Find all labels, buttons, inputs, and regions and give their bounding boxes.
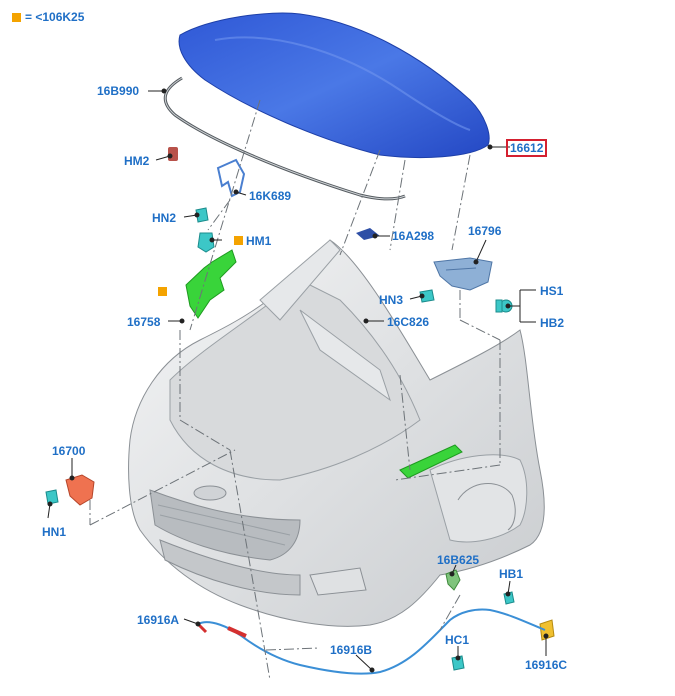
label-hs1: HS1 bbox=[540, 284, 564, 298]
label-16700: 16700 bbox=[52, 444, 86, 458]
label-16916a: 16916A bbox=[137, 613, 180, 627]
hm1-clip bbox=[197, 232, 215, 253]
hn3-clip bbox=[419, 289, 435, 303]
label-16k689: 16K689 bbox=[249, 189, 292, 203]
label-hb2: HB2 bbox=[540, 316, 565, 330]
label-hc1: HC1 bbox=[445, 633, 470, 647]
label-hm1: HM1 bbox=[246, 234, 272, 248]
cable-sleeve-red bbox=[227, 626, 247, 638]
callout-lines bbox=[47, 88, 549, 673]
label-16758: 16758 bbox=[127, 315, 161, 329]
legend: = <106K25 bbox=[12, 10, 84, 24]
cable-end-16916c bbox=[539, 619, 555, 641]
label-16b625: 16B625 bbox=[437, 553, 480, 567]
label-16c826: 16C826 bbox=[387, 315, 430, 329]
bracket-marker-icon bbox=[158, 287, 167, 296]
label-hn2: HN2 bbox=[152, 211, 177, 225]
label-16796: 16796 bbox=[468, 224, 502, 238]
label-hn3: HN3 bbox=[379, 293, 404, 307]
release-handle-16b625 bbox=[445, 569, 461, 591]
vehicle-front-body bbox=[128, 239, 545, 627]
legend-marker-icon bbox=[12, 12, 21, 22]
hood-latch-16700 bbox=[65, 474, 95, 506]
leader-lines bbox=[89, 99, 501, 681]
label-16612: 16612 bbox=[506, 139, 548, 157]
hn1-clip bbox=[45, 489, 59, 505]
hn2-clip bbox=[195, 207, 209, 223]
label-16b990: 16B990 bbox=[97, 84, 140, 98]
label-16916c: 16916C bbox=[525, 658, 568, 672]
hood-panel bbox=[178, 12, 490, 158]
label-hm2: HM2 bbox=[124, 154, 150, 168]
label-16a298: 16A298 bbox=[392, 229, 435, 243]
label-hb1: HB1 bbox=[499, 567, 524, 581]
hinge-bracket-16796 bbox=[433, 257, 493, 291]
hm1-marker-icon bbox=[234, 236, 243, 245]
legend-text: = <106K25 bbox=[25, 10, 85, 24]
label-16916b: 16916B bbox=[330, 643, 373, 657]
label-hn1: HN1 bbox=[42, 525, 67, 539]
